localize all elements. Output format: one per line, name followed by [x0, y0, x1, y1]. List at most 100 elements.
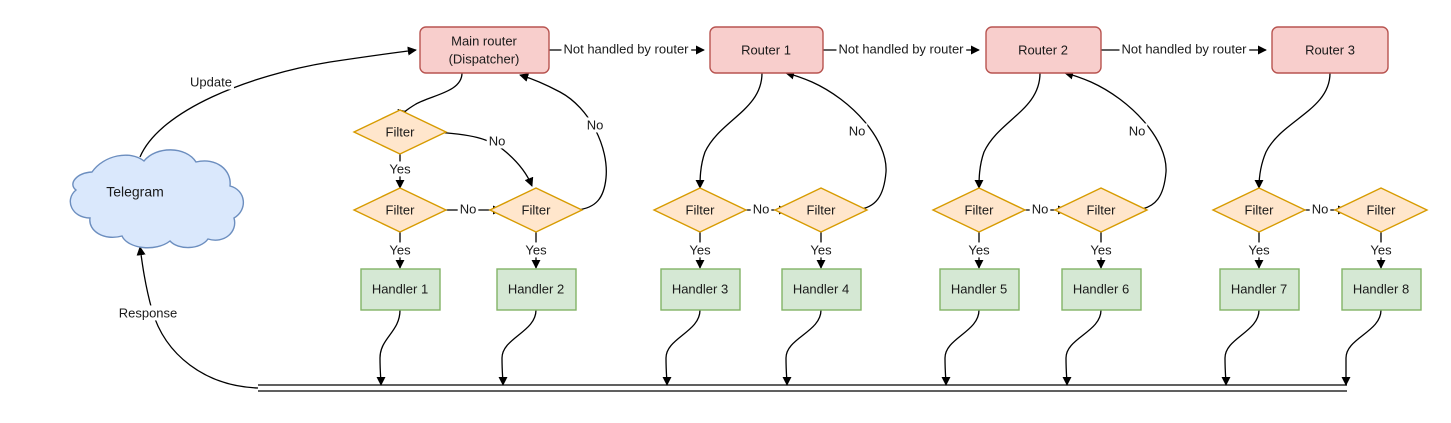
edge-label-halo [966, 242, 993, 258]
node-router-1[interactable]: Router 1 [709, 26, 824, 74]
node-filter-2[interactable]: Filter [488, 187, 584, 233]
filter-7-label: Filter [1087, 202, 1117, 217]
node-handler-6[interactable]: Handler 6 [1061, 268, 1142, 311]
edge-label-yes-2: Yes [389, 242, 411, 257]
edge-h8-to-bus [1341, 309, 1382, 386]
edge-main-to-f1 [397, 72, 463, 119]
filter-4-diamond [652, 187, 748, 233]
filter-7-diamond [1053, 187, 1149, 233]
filter-5-label: Filter [807, 202, 837, 217]
router-3-label: Router 3 [1305, 42, 1355, 57]
main-router-label-line1: Main router [451, 33, 517, 48]
edge-label-not-handled-1: Not handled by router [563, 41, 689, 56]
node-filter-6[interactable]: Filter [931, 187, 1027, 233]
handler-4-label: Handler 4 [793, 281, 849, 296]
filter-5-diamond [773, 187, 869, 233]
filter-6-diamond [931, 187, 1027, 233]
node-handler-8[interactable]: Handler 8 [1341, 268, 1422, 311]
edge-label-no-2: No [587, 117, 604, 132]
edge-f8-no-to-router2 [1064, 70, 1167, 211]
handler-1-label: Handler 1 [372, 281, 428, 296]
handler-6-box [1061, 268, 1142, 311]
handler-4-box [781, 268, 862, 311]
handler-7-box [1219, 268, 1300, 311]
node-handler-3[interactable]: Handler 3 [660, 268, 741, 311]
edge-h4-to-bus [782, 309, 822, 386]
node-handler-2[interactable]: Handler 2 [496, 268, 577, 311]
filter-1-diamond [352, 109, 448, 155]
edge-label-halo [457, 201, 479, 217]
edge-label-not-handled-3: Not handled by router [1121, 41, 1247, 56]
edge-label-halo [523, 242, 550, 258]
edge-label-yes-8: Yes [1248, 242, 1270, 257]
edge-label-halo [687, 242, 714, 258]
node-router-3[interactable]: Router 3 [1271, 26, 1389, 74]
edge-label-yes-6: Yes [968, 242, 990, 257]
node-filter-9[interactable]: Filter [1333, 187, 1429, 233]
edge-label-halo [808, 242, 835, 258]
edge-label-halo [1309, 201, 1331, 217]
handler-2-box [496, 268, 577, 311]
filter-8-label: Filter [1245, 202, 1275, 217]
edge-label-halo [561, 41, 692, 57]
filter-3-label: Filter [386, 202, 416, 217]
edge-label-halo [846, 123, 868, 139]
node-filter-7[interactable]: Filter [1053, 187, 1149, 233]
edge-h2-to-bus [498, 309, 537, 386]
nodes-layer: Telegram Main router (Dispatcher) Router… [69, 26, 1429, 311]
edge-label-halo [1368, 242, 1395, 258]
edge-label-halo [836, 41, 967, 57]
edge-label-halo [1088, 242, 1115, 258]
edge-f1-no-to-f2 [431, 131, 534, 187]
node-filter-1[interactable]: Filter [352, 109, 448, 155]
node-handler-7[interactable]: Handler 7 [1219, 268, 1300, 311]
node-filter-8[interactable]: Filter [1211, 187, 1307, 233]
node-filter-4[interactable]: Filter [652, 187, 748, 233]
handler-1-box [360, 268, 441, 311]
node-main-router[interactable]: Main router (Dispatcher) [419, 26, 550, 74]
node-filter-5[interactable]: Filter [773, 187, 869, 233]
node-telegram-cloud[interactable]: Telegram [69, 149, 244, 249]
router-2-box [985, 26, 1102, 74]
edge-label-no-7: No [1032, 201, 1049, 216]
edge-label-halo [387, 161, 414, 177]
node-filter-3[interactable]: Filter [352, 187, 448, 233]
router-1-label: Router 1 [741, 42, 791, 57]
edge-label-response: Response [119, 305, 178, 320]
node-handler-4[interactable]: Handler 4 [781, 268, 862, 311]
edge-label-no-3: No [460, 201, 477, 216]
edge-label-yes-5: Yes [810, 242, 832, 257]
node-handler-1[interactable]: Handler 1 [360, 268, 441, 311]
node-handler-5[interactable]: Handler 5 [939, 268, 1020, 311]
filter-9-label: Filter [1367, 202, 1397, 217]
edge-label-no-6: No [1129, 123, 1146, 138]
edge-h5-to-bus [941, 309, 980, 386]
edge-label-halo [1246, 242, 1273, 258]
telegram-label: Telegram [106, 184, 164, 200]
main-router-box [419, 26, 550, 74]
edge-label-no-8: No [1312, 201, 1329, 216]
handler-5-box [939, 268, 1020, 311]
filter-9-diamond [1333, 187, 1429, 233]
edge-label-not-handled-2: Not handled by router [838, 41, 964, 56]
edge-router1-to-f5 [695, 72, 763, 189]
handler-5-label: Handler 5 [951, 281, 1007, 296]
edge-router2-to-f7 [974, 72, 1041, 189]
edge-h1-to-bus [376, 309, 401, 386]
node-router-2[interactable]: Router 2 [985, 26, 1102, 74]
edge-router3-to-f9 [1254, 72, 1331, 189]
handler-2-label: Handler 2 [508, 281, 564, 296]
edge-label-yes-3: Yes [525, 242, 547, 257]
handler-3-box [660, 268, 741, 311]
edge-label-yes-9: Yes [1370, 242, 1392, 257]
edge-label-halos [116, 41, 1395, 321]
edge-label-no-1: No [489, 133, 506, 148]
handler-3-label: Handler 3 [672, 281, 728, 296]
edge-label-halo [750, 201, 772, 217]
edge-label-halo [1126, 123, 1148, 139]
cloud-shape [69, 149, 244, 249]
edge-label-halo [584, 117, 606, 133]
edge-label-update: Update [190, 74, 232, 89]
edge-label-no-5: No [753, 201, 770, 216]
